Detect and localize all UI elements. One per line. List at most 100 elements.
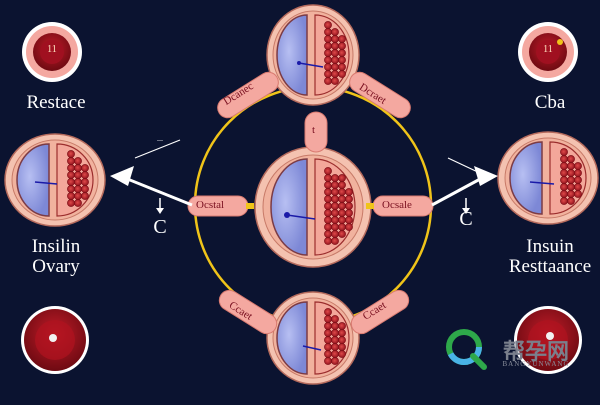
granule xyxy=(67,192,75,200)
granule xyxy=(338,230,346,238)
granule xyxy=(560,197,568,205)
granule xyxy=(331,350,339,358)
granule xyxy=(567,169,575,177)
granule xyxy=(331,49,339,57)
granule xyxy=(324,49,332,57)
granule xyxy=(567,162,575,170)
granule xyxy=(338,42,346,50)
granule xyxy=(574,169,582,177)
granule xyxy=(560,190,568,198)
granule xyxy=(324,230,332,238)
granule xyxy=(324,181,332,189)
arrow-right-icon xyxy=(431,157,498,207)
granule xyxy=(567,190,575,198)
tag-pill-upper-left xyxy=(217,71,279,119)
granule xyxy=(324,70,332,78)
granule xyxy=(338,188,346,196)
granule xyxy=(331,174,339,182)
granule xyxy=(331,70,339,78)
granule xyxy=(331,28,339,36)
granule xyxy=(345,223,353,231)
granule xyxy=(338,49,346,57)
badge-top-right-mark: 11 xyxy=(543,44,553,55)
granule xyxy=(331,195,339,203)
granule xyxy=(331,181,339,189)
granule xyxy=(67,157,75,165)
granule xyxy=(324,202,332,210)
granule xyxy=(67,178,75,186)
granule xyxy=(338,70,346,78)
granule xyxy=(338,216,346,224)
granule xyxy=(331,35,339,43)
granule xyxy=(324,329,332,337)
granule xyxy=(324,336,332,344)
granule xyxy=(560,169,568,177)
granule xyxy=(338,35,346,43)
badge-bottom-left xyxy=(21,306,89,374)
down-arrow-right-icon xyxy=(462,198,470,214)
granule xyxy=(331,336,339,344)
granule xyxy=(560,148,568,156)
down-arrow-left-icon xyxy=(156,198,164,214)
watermark-sub: BANGYUNWANG xyxy=(502,360,570,368)
granule xyxy=(324,28,332,36)
tag-center-top: t xyxy=(312,124,316,136)
label-top-left: Restace xyxy=(26,92,86,113)
granule xyxy=(324,77,332,85)
granule xyxy=(331,77,339,85)
granule xyxy=(74,157,82,165)
granule xyxy=(574,183,582,191)
granule xyxy=(324,35,332,43)
granule xyxy=(331,56,339,64)
granule xyxy=(338,202,346,210)
granule xyxy=(331,216,339,224)
granule xyxy=(81,171,89,179)
granule xyxy=(324,216,332,224)
granule xyxy=(74,185,82,193)
granule xyxy=(345,209,353,217)
granule xyxy=(324,188,332,196)
granule xyxy=(345,188,353,196)
granule xyxy=(560,162,568,170)
tag-center-right: Ocsale xyxy=(382,199,412,211)
tag-center-left: Ocstal xyxy=(196,199,225,211)
label-top-right: Cba xyxy=(534,92,566,113)
arrow-left-icon xyxy=(110,139,193,207)
granule xyxy=(567,197,575,205)
granule xyxy=(574,176,582,184)
granule xyxy=(324,42,332,50)
granule xyxy=(324,21,332,29)
granule xyxy=(567,183,575,191)
granule xyxy=(338,350,346,358)
granule xyxy=(324,223,332,231)
granule xyxy=(560,183,568,191)
badge-top-left xyxy=(22,22,82,82)
tag-pill-center-top xyxy=(304,111,328,153)
badge-top-right xyxy=(518,22,578,82)
granule xyxy=(567,176,575,184)
granule xyxy=(331,223,339,231)
badge-top-left-mark: 11 xyxy=(47,44,57,55)
granule xyxy=(331,343,339,351)
granule xyxy=(560,176,568,184)
cell-center xyxy=(254,146,372,268)
granule xyxy=(324,350,332,358)
label-left-line2: Ovary xyxy=(32,256,80,277)
connector-right xyxy=(366,203,374,209)
label-left-line1: Insilin xyxy=(31,236,81,257)
granule xyxy=(324,63,332,71)
granule xyxy=(324,209,332,217)
granule xyxy=(67,171,75,179)
granule xyxy=(324,315,332,323)
granule xyxy=(331,315,339,323)
granule xyxy=(338,174,346,182)
granule xyxy=(338,56,346,64)
granule xyxy=(338,329,346,337)
granule xyxy=(560,155,568,163)
granule xyxy=(324,308,332,316)
granule xyxy=(67,164,75,172)
granule xyxy=(338,336,346,344)
granule xyxy=(81,192,89,200)
granule xyxy=(574,190,582,198)
